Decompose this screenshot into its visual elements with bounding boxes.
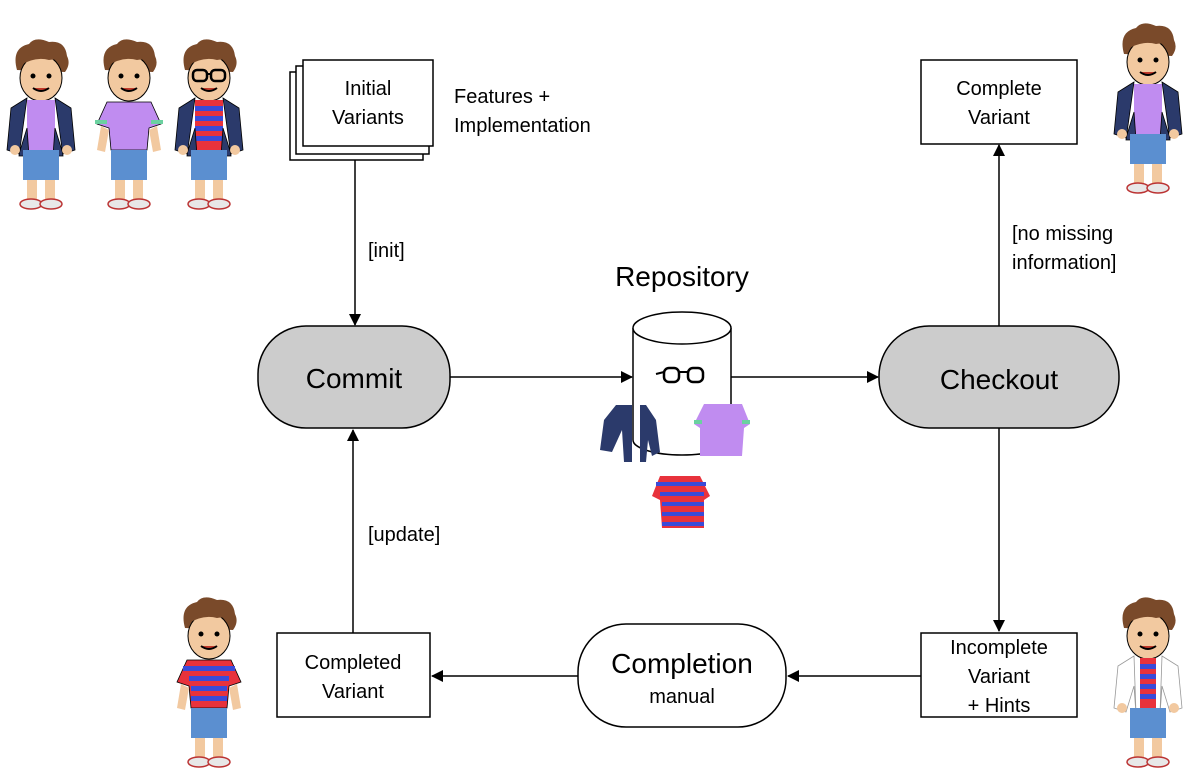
completion-node: Completion manual: [577, 623, 787, 728]
initial-variants-node: Initial Variants: [289, 59, 434, 161]
update-label: [update]: [368, 524, 440, 546]
boy-character-icon: [1113, 596, 1183, 768]
repository-label: Repository: [615, 261, 749, 292]
completed-variant-node: Completed Variant: [276, 632, 431, 718]
complete-variant-node: Complete Variant: [920, 59, 1078, 145]
no-missing-label-line1: [no missing: [1012, 223, 1113, 245]
incomplete-variant-node: Incomplete Variant + Hints: [920, 632, 1078, 718]
features-annotation-line2: Implementation: [454, 115, 591, 137]
incomplete-variant-label-line1: Incomplete: [950, 637, 1048, 659]
purple-shirt-icon: [694, 404, 750, 456]
incomplete-variant-label-line2: Variant: [968, 666, 1030, 688]
checkout-label: Checkout: [940, 364, 1059, 395]
boy-character-icon: [6, 38, 76, 210]
jacket-icon: [600, 405, 660, 462]
init-label: [init]: [368, 240, 405, 262]
incomplete-variant-label-line3: + Hints: [968, 695, 1031, 717]
completed-variant-label-line1: Completed: [305, 652, 402, 674]
boy-character-icon: [173, 38, 245, 211]
commit-node: Commit: [257, 325, 451, 429]
completion-label: Completion: [611, 648, 753, 679]
no-missing-label-line2: information]: [1012, 252, 1117, 274]
striped-shirt-icon: [652, 476, 710, 528]
features-annotation-line1: Features +: [454, 86, 550, 108]
commit-label: Commit: [306, 363, 403, 394]
checkout-node: Checkout: [878, 325, 1120, 429]
boy-character-icon: [94, 38, 164, 210]
complete-variant-label-line2: Variant: [968, 107, 1030, 129]
boy-character-icon: [176, 596, 242, 768]
glasses-icon: [655, 366, 705, 384]
initial-variants-label-line1: Initial: [345, 78, 392, 100]
initial-variants-label-line2: Variants: [332, 107, 404, 129]
complete-variant-label-line1: Complete: [956, 78, 1042, 100]
boy-character-icon: [1113, 22, 1183, 194]
completed-variant-label-line2: Variant: [322, 681, 384, 703]
completion-sublabel: manual: [649, 686, 715, 708]
